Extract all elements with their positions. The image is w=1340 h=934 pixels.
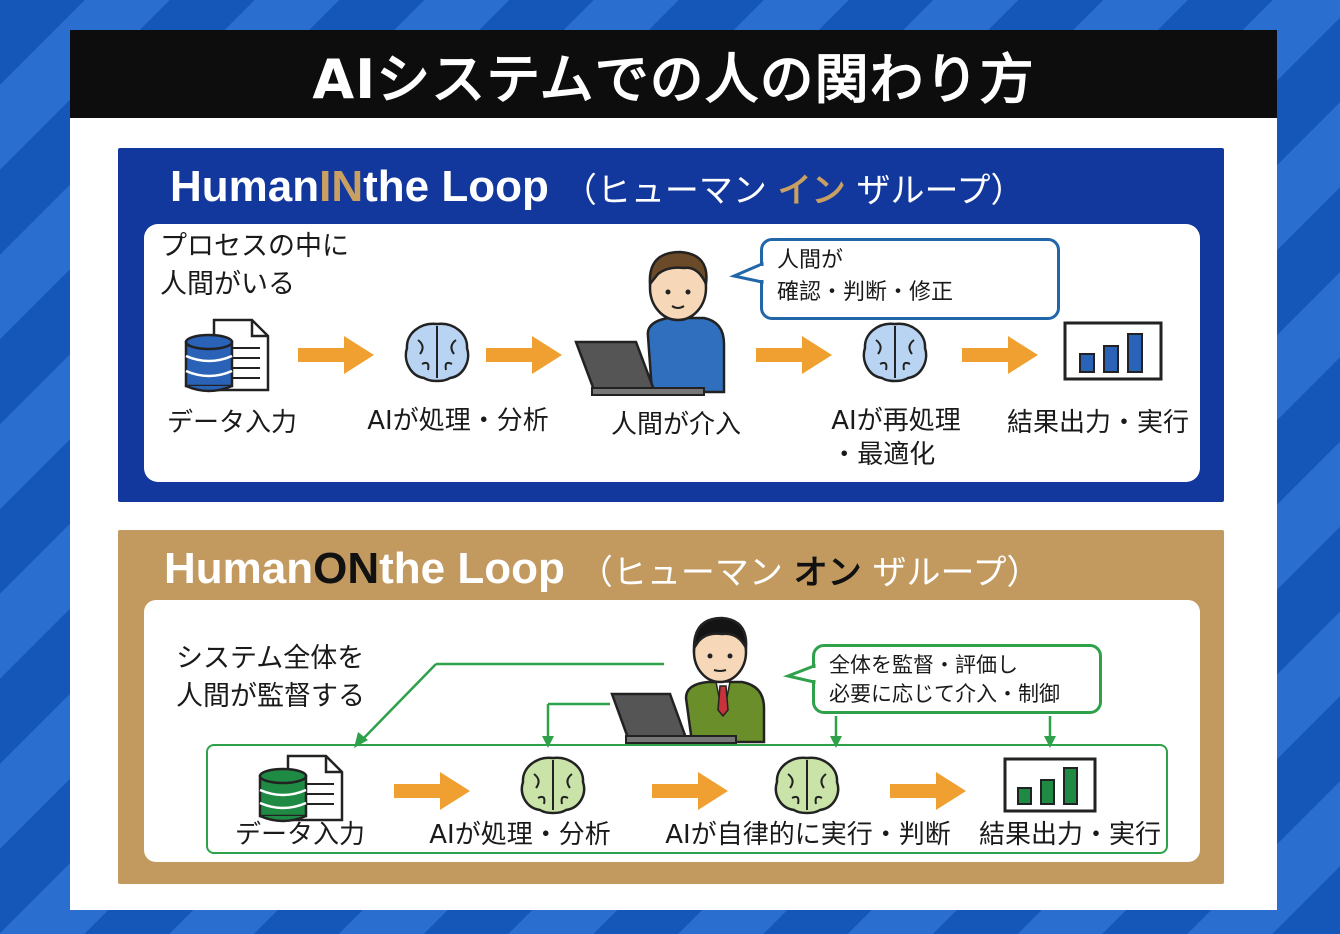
in-note-line1: プロセスの中に [160,231,349,262]
database-icon [258,767,308,823]
on-step-ai-process: AIが処理・分析 [429,820,611,850]
on-subtitle-prefix: （ヒューマン [578,552,794,593]
in-title-prefix: Human [170,162,320,211]
on-subtitle-keyword: オン [793,552,862,593]
on-bubble-line2: 必要に応じて介入・制御 [829,682,1060,706]
in-loop-note: プロセスの中に 人間がいる [160,228,349,304]
in-subtitle-keyword: イン [777,170,846,211]
arrow-right-icon [962,336,1038,374]
in-step-data-input: データ入力 [166,408,298,438]
in-brain-icon-2 [862,322,928,383]
page-title: AIシステムでの人の関わり方 [70,30,1277,118]
in-title-suffix: the Loop [363,162,549,211]
on-subtitle-suffix: ザループ） [861,552,1041,593]
in-step-ai-process: AIが処理・分析 [367,406,549,436]
in-bubble-tail [729,261,764,284]
arrow-right-icon [652,772,728,810]
in-step-output: 結果出力・実行 [1006,408,1190,438]
on-note-line2: 人間が監督する [176,681,365,712]
arrow-right-icon [756,336,832,374]
on-step-ai-autonomous: AIが自律的に実行・判断 [665,820,951,850]
on-title-prefix: Human [164,544,314,593]
in-note-line2: 人間がいる [160,269,295,300]
on-loop-speech-bubble: 全体を監督・評価し 必要に応じて介入・制御 [812,644,1102,714]
arrow-right-icon [890,772,966,810]
on-bar-chart-icon [1003,757,1097,813]
in-subtitle-prefix: （ヒューマン [562,170,778,211]
in-title-keyword: IN [319,162,364,211]
arrow-right-icon [486,336,562,374]
on-title-keyword: ON [313,544,380,593]
on-loop-title: Human ON the Loop （ヒューマン オン ザループ） [118,530,1224,608]
on-loop-system-frame [206,744,1168,854]
in-step-ai-reprocess: AIが再処理 ・最適化 [831,404,960,472]
businessman-laptop-icon [610,616,766,744]
person-laptop-icon [574,250,726,396]
in-bubble-line2: 確認・判断・修正 [777,280,954,305]
in-subtitle-suffix: ザループ） [845,170,1025,211]
in-step-reprocess-line2: ・最適化 [831,440,936,470]
arrow-right-icon [394,772,470,810]
in-database-icon [184,318,270,393]
in-bar-chart-icon [1063,321,1163,381]
on-brain-icon-2 [774,756,840,815]
in-bubble-line1: 人間が [777,248,844,273]
on-subtitle: （ヒューマン オン ザループ） [579,545,1041,594]
on-step-output: 結果出力・実行 [978,820,1162,850]
on-database-icon [258,754,344,823]
on-loop-note: システム全体を 人間が監督する [176,640,365,716]
in-step-human-intervene: 人間が介入 [610,410,742,440]
on-bubble-line1: 全体を監督・評価し [829,653,1018,677]
on-brain-icon [520,756,586,815]
database-icon [184,333,234,393]
in-subtitle: （ヒューマン イン ザループ） [563,163,1025,212]
in-loop-title: Human IN the Loop （ヒューマン イン ザループ） [118,148,1224,226]
in-step-reprocess-line1: AIが再処理 [831,406,961,436]
arrow-right-icon [298,336,374,374]
on-title-suffix: the Loop [379,544,565,593]
in-loop-speech-bubble: 人間が 確認・判断・修正 [760,238,1060,320]
on-step-data-input: データ入力 [234,820,366,850]
on-note-line1: システム全体を [176,643,365,674]
in-brain-icon [404,322,470,383]
on-bubble-tail [782,663,816,684]
